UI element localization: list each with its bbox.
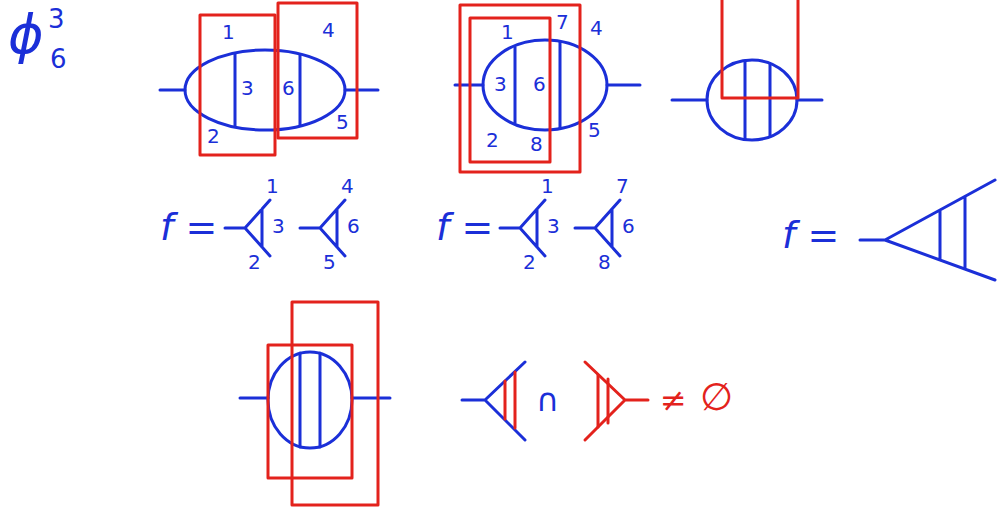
- line-number: 1: [266, 176, 279, 196]
- line-number: 2: [248, 252, 261, 272]
- line-number: 5: [323, 252, 336, 272]
- line-number: 4: [341, 176, 354, 196]
- line-number: 2: [523, 252, 536, 272]
- empty-set-sign: ∅: [700, 378, 733, 416]
- equation-lhs: f =: [782, 216, 839, 254]
- line-number: 1: [222, 22, 235, 42]
- line-number: 3: [547, 216, 560, 236]
- line-number: 4: [322, 20, 335, 40]
- line-number: 5: [588, 120, 601, 140]
- line-number: 6: [533, 74, 546, 94]
- line-number: 6: [622, 216, 635, 236]
- subscript: 6: [50, 46, 67, 72]
- line-number: 3: [494, 74, 507, 94]
- line-number: 2: [207, 126, 220, 146]
- field-symbol: ϕ: [8, 8, 44, 62]
- line-number: 4: [590, 18, 603, 38]
- line-number: 8: [530, 134, 543, 154]
- line-number: 7: [556, 12, 569, 32]
- not-equal-sign: ≠: [660, 384, 687, 416]
- line-number: 2: [486, 130, 499, 150]
- line-number: 3: [241, 78, 254, 98]
- line-number: 7: [616, 176, 629, 196]
- line-number: 1: [501, 22, 514, 42]
- line-number: 8: [598, 252, 611, 272]
- intersection-sign: ∩: [536, 384, 559, 416]
- line-number: 5: [336, 112, 349, 132]
- equation-lhs: f =: [436, 208, 493, 246]
- line-number: 6: [282, 78, 295, 98]
- line-number: 6: [347, 216, 360, 236]
- equation-lhs: f =: [160, 208, 217, 246]
- line-number: 1: [541, 176, 554, 196]
- superscript: 3: [48, 6, 65, 32]
- line-number: 3: [272, 216, 285, 236]
